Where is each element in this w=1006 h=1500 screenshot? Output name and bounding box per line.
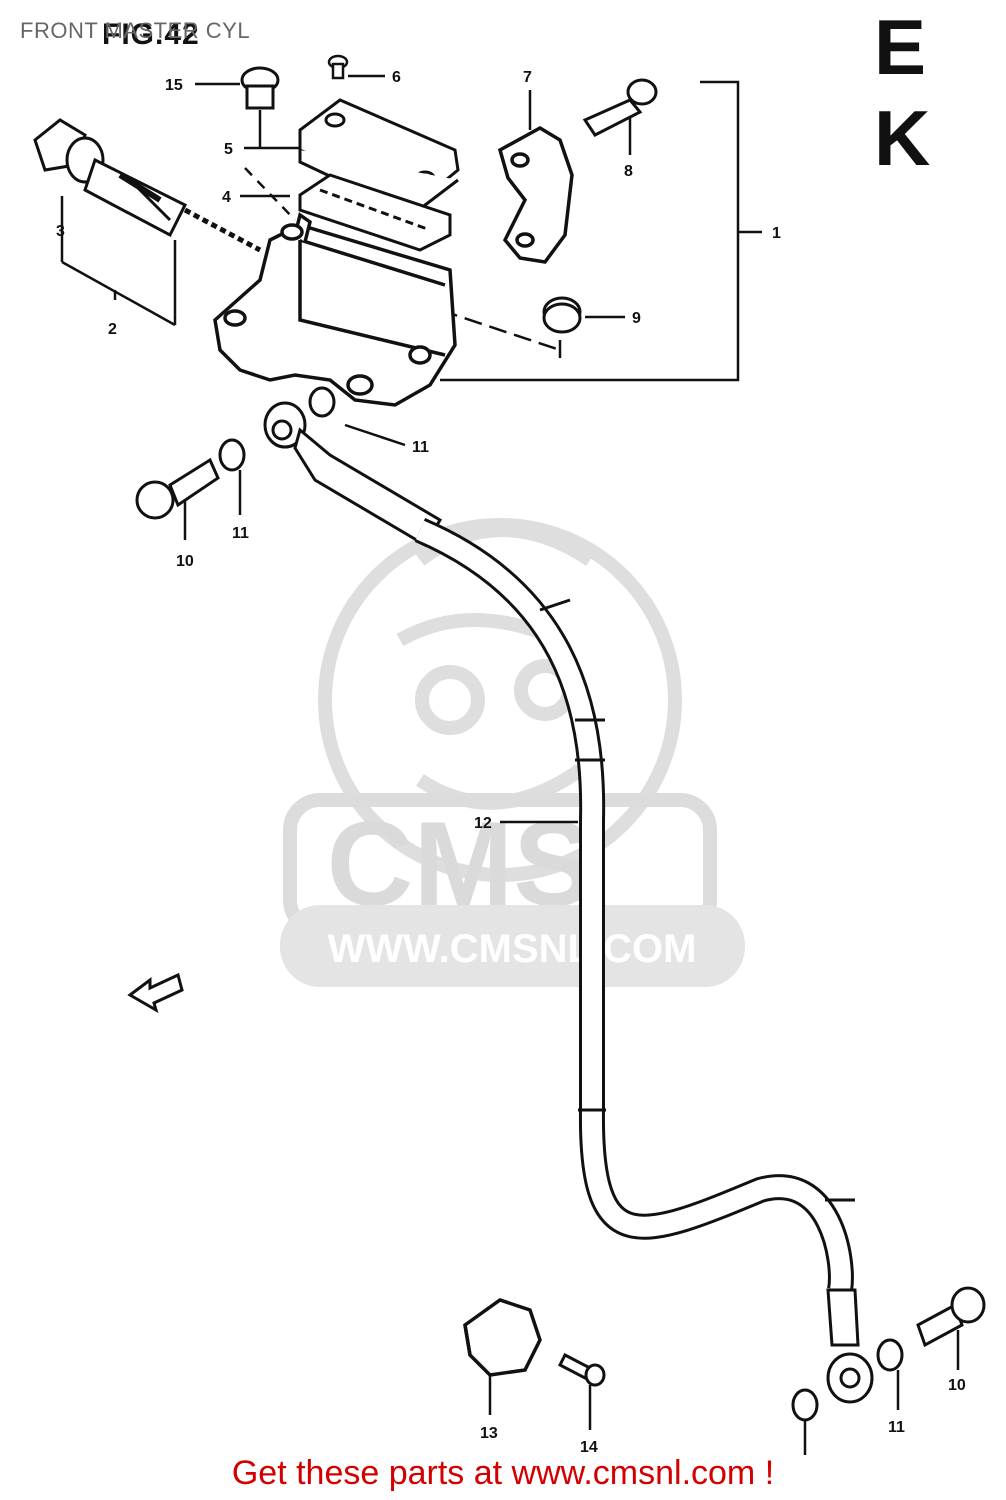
- callout-6: 6: [392, 69, 401, 86]
- leader-lines: [60, 74, 960, 1455]
- master-cylinder-body: [213, 212, 457, 407]
- clamp-7: [497, 125, 574, 264]
- banjo-bolt-lower: [916, 1286, 986, 1348]
- callout-2: 2: [108, 321, 117, 338]
- washers-upper: [218, 386, 336, 472]
- callout-11-left: 11: [232, 525, 249, 542]
- watermark-url: WWW.CMSNL.COM: [328, 927, 697, 971]
- figure-label: FIG.42: [102, 18, 200, 51]
- screw-6: [327, 54, 349, 80]
- callout-8: 8: [624, 163, 633, 180]
- callout-10-lower: 10: [948, 1377, 966, 1394]
- callout-14: 14: [580, 1439, 598, 1456]
- bolt-8: [582, 78, 658, 137]
- callout-7: 7: [523, 69, 532, 86]
- callout-labels: 1 2 3 4 5 6 7 8 9 10 11 11 12 13 14 15 1…: [56, 69, 966, 1456]
- callout-10-upper: 10: [176, 553, 194, 570]
- nut-9: [542, 296, 582, 334]
- banjo-bolt-upper: [135, 457, 220, 520]
- callout-13: 13: [480, 1425, 498, 1442]
- page-title: FRONT MASTER CYL: [20, 18, 251, 43]
- banjo-fitting-lower: [826, 1288, 874, 1404]
- watermark-wordmark: CMS WWW.CMSNL.COM: [280, 793, 745, 987]
- footer-link[interactable]: Get these parts at www.cmsnl.com !: [231, 1454, 775, 1492]
- callout-15: 15: [165, 77, 183, 94]
- brake-hose: [414, 518, 855, 1293]
- callout-12: 12: [474, 815, 492, 832]
- banjo-fitting-upper: [263, 401, 443, 548]
- hose-clamp-13: [463, 1298, 542, 1377]
- corner-code: E K: [874, 3, 937, 182]
- screw-14: [557, 1352, 606, 1387]
- forward-arrow-icon: [127, 972, 184, 1014]
- callout-11-upper: 11: [412, 439, 429, 456]
- callout-4: 4: [222, 189, 231, 206]
- callout-3: 3: [56, 223, 65, 240]
- callout-11-lower-right: 11: [888, 1419, 905, 1436]
- washers-lower: [791, 1338, 904, 1422]
- callout-5: 5: [224, 141, 233, 158]
- callout-9: 9: [632, 310, 641, 327]
- piston-assembly: [33, 118, 262, 253]
- reservoir-cap: [298, 98, 460, 217]
- diaphragm: [298, 173, 452, 252]
- callout-1: 1: [772, 225, 781, 242]
- plug-15: [240, 66, 280, 110]
